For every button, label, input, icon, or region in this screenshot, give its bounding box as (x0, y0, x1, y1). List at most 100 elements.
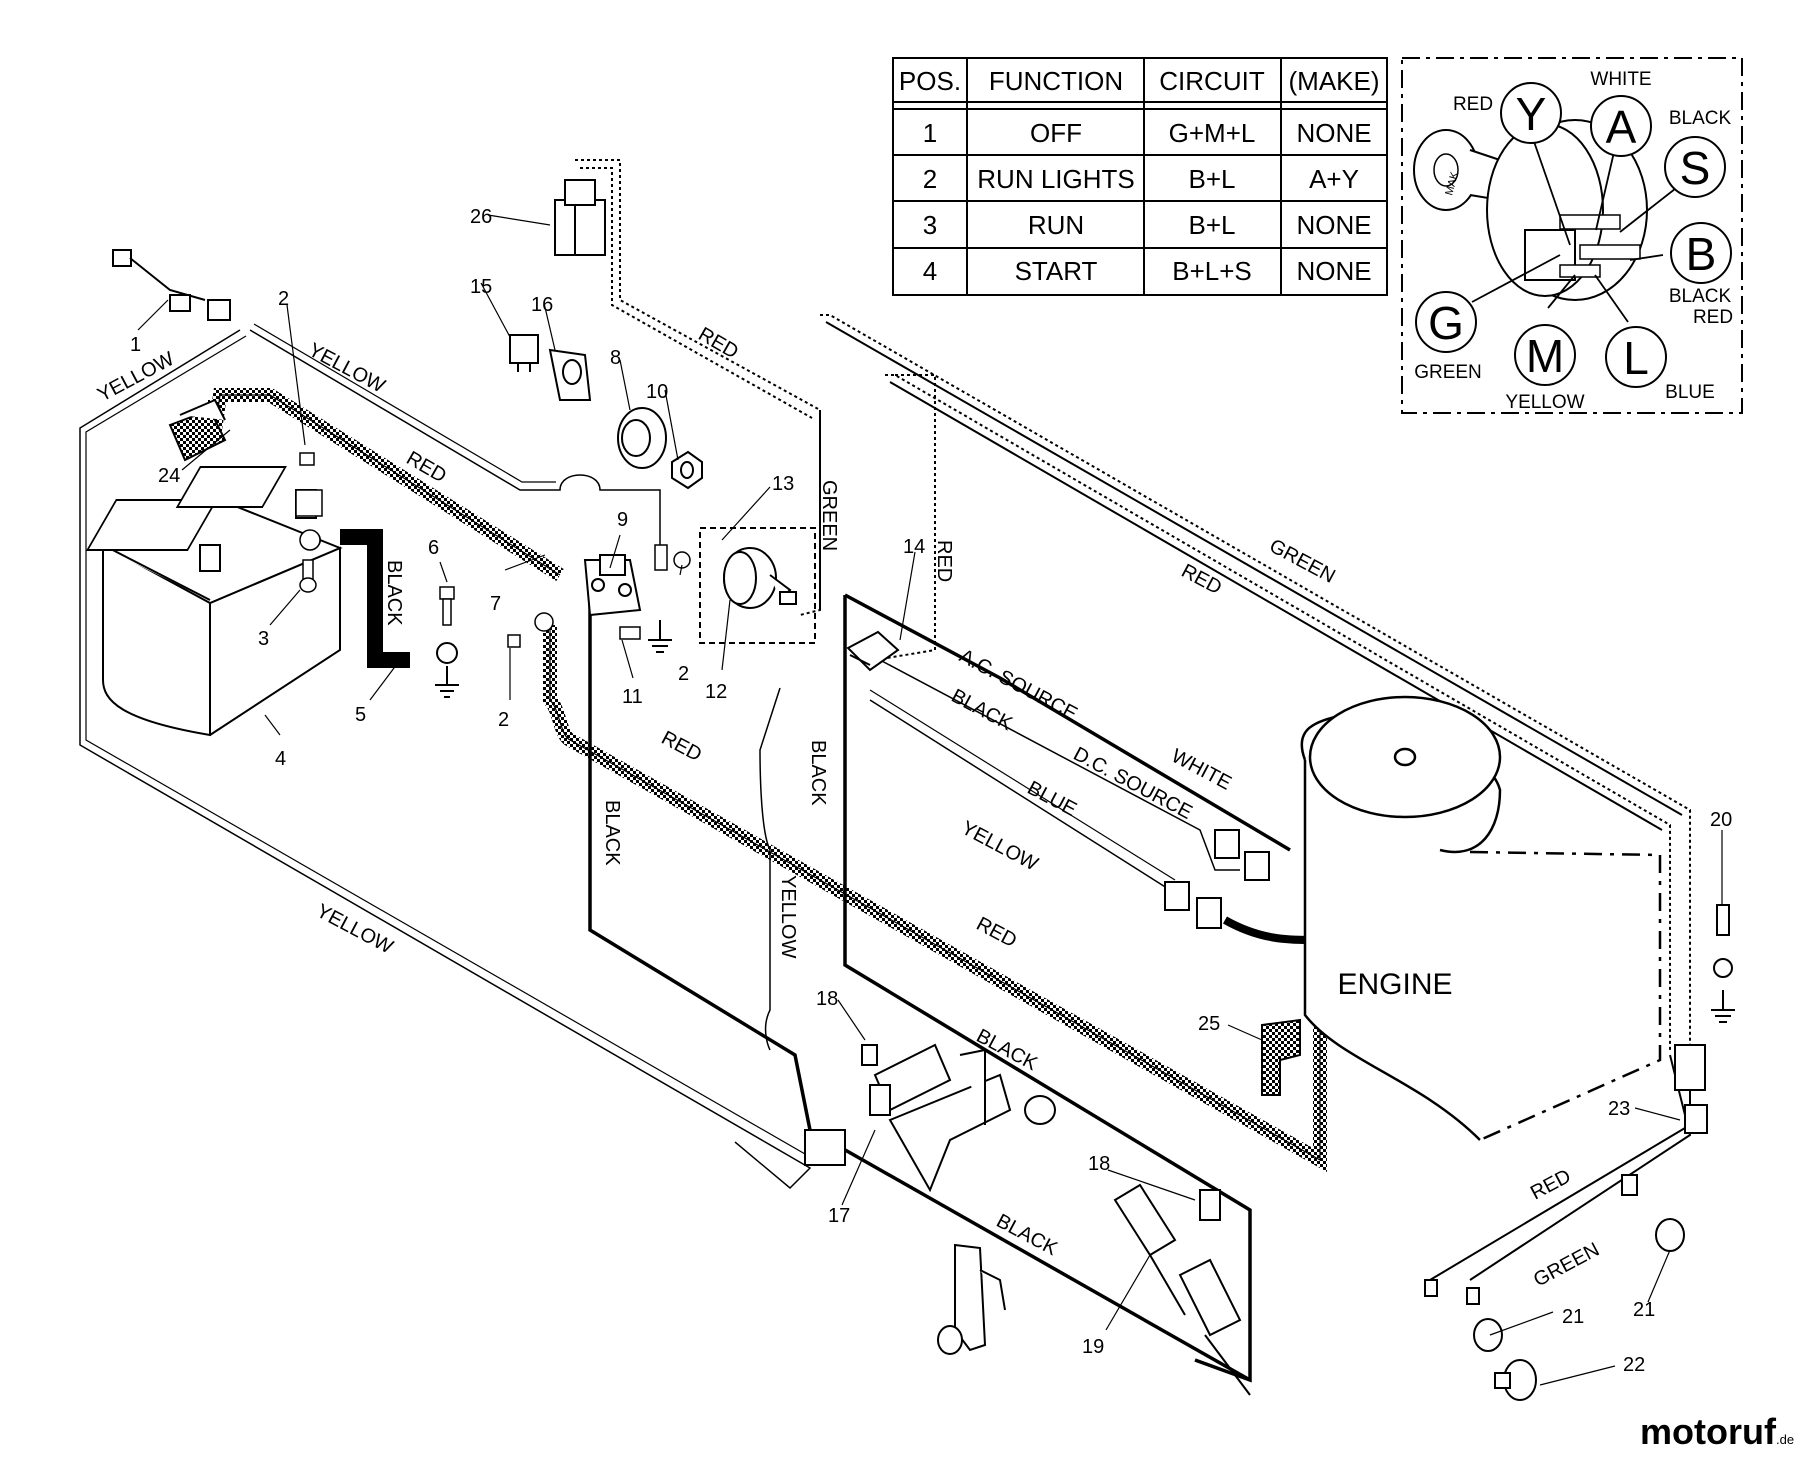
yellow-wire-right (759, 687, 781, 1051)
terminal-letter: B (1686, 228, 1717, 280)
part-number: 14 (903, 536, 925, 558)
red-wire-loop (885, 374, 1671, 1050)
fuse-icon (509, 334, 539, 372)
wire-label-black: BLACK (807, 740, 829, 806)
wire-label-yellow: YELLOW (777, 875, 799, 958)
table-cell: RUN (1028, 210, 1084, 240)
part-number: 7 (490, 593, 501, 615)
wire-label-yellow: YELLOW (305, 339, 389, 398)
part-number: 24 (158, 465, 180, 487)
table-cell: 2 (923, 164, 937, 194)
part-number: 1 (130, 334, 141, 356)
terminal-color-label-line1: BLACK (1669, 286, 1732, 307)
part-number: 17 (828, 1205, 850, 1227)
battery-holddown-icon (168, 398, 227, 462)
starter-solenoid-icon (583, 554, 642, 617)
table-cell: 3 (923, 210, 937, 240)
part-number: 19 (1082, 1336, 1104, 1358)
light-socket-icon (1424, 1044, 1708, 1352)
wire-label-green: GREEN (1530, 1239, 1603, 1292)
part-number: 12 (705, 681, 727, 703)
terminal-color-label: BLUE (1665, 382, 1715, 403)
part-number: 23 (1608, 1098, 1630, 1120)
part-number: 26 (470, 206, 492, 228)
table-cell: G+M+L (1169, 118, 1256, 148)
watermark-tld: .de (1776, 1432, 1794, 1447)
table-cell: A+Y (1309, 164, 1359, 194)
terminal-letter: L (1623, 332, 1649, 384)
part-number: 5 (355, 704, 366, 726)
watermark: motoruf .de (1640, 1411, 1794, 1452)
wire-label-red: RED (933, 540, 955, 582)
part-numbers: 1 2 2 2 3 4 5 6 7 8 9 10 11 12 13 14 15 … (130, 206, 1732, 1376)
terminal-b: B BLACK RED (1669, 222, 1733, 328)
wire-label-black: BLACK (601, 800, 623, 866)
ignition-switch-icon (699, 527, 816, 644)
part-number: 6 (428, 537, 439, 559)
light-bulb-icon (1494, 1359, 1537, 1401)
engine-connector-icon (1164, 829, 1270, 929)
ignition-key-icon: MAK (1413, 129, 1501, 211)
terminal-color-label: BLACK (1669, 108, 1732, 129)
wire-label-black: BLACK (383, 560, 405, 626)
part-number: 16 (531, 294, 553, 316)
table-cell: 4 (923, 256, 937, 286)
part-number: 2 (498, 709, 509, 731)
switch-function-table: POS. FUNCTION CIRCUIT (MAKE) 1 OFF G+M+L… (892, 57, 1388, 296)
ground-symbol-icon (435, 620, 1735, 1023)
terminal-color-label: WHITE (1590, 69, 1651, 90)
engine-icon: ENGINE (1300, 695, 1662, 1142)
relay-icon (554, 179, 606, 256)
terminal-letter: G (1428, 297, 1464, 349)
table-cell: START (1015, 256, 1098, 286)
wire-label-green: GREEN (1266, 535, 1339, 588)
table-cell: RUN LIGHTS (977, 164, 1134, 194)
table-cell: NONE (1296, 256, 1371, 286)
switch-bezel-icon (617, 407, 667, 469)
harness-connector-icon (112, 249, 231, 321)
part-number: 25 (1198, 1013, 1220, 1035)
wire-label-red: RED (695, 323, 743, 363)
bolt-icon (295, 452, 691, 648)
part-number: 18 (816, 988, 838, 1010)
terminal-color-label: RED (1453, 94, 1493, 115)
terminal-color-label: GREEN (1414, 362, 1482, 383)
seat-switch-bracket-icon (804, 1043, 1056, 1193)
engine-label: ENGINE (1337, 968, 1452, 1001)
brake-bracket-icon (937, 1243, 1006, 1355)
part-number: 9 (617, 509, 628, 531)
wire-label-yellow: YELLOW (958, 817, 1042, 876)
terminal-m: M YELLOW (1505, 324, 1585, 413)
table-cell: 1 (923, 118, 937, 148)
terminal-color-label: YELLOW (1505, 392, 1584, 413)
part-number: 13 (772, 473, 794, 495)
part-number: 11 (622, 686, 643, 708)
fuse-holder-icon (548, 348, 592, 401)
part-number: 2 (678, 663, 689, 685)
wire-label-yellow: YELLOW (94, 348, 178, 407)
part-number: 15 (470, 276, 492, 298)
table-cell: NONE (1296, 118, 1371, 148)
terminal-letter: A (1606, 101, 1637, 153)
yellow-wire-inner (85, 335, 813, 1159)
ac-source-wire (879, 659, 1240, 871)
wire-label-black: BLACK (948, 685, 1017, 736)
part-number: 3 (258, 628, 269, 650)
wire-label-yellow: YELLOW (313, 900, 397, 959)
watermark-logo: motoruf (1640, 1411, 1777, 1452)
terminal-letter: M (1526, 330, 1564, 382)
yellow-wire-upper (249, 329, 661, 548)
terminal-g: G GREEN (1414, 291, 1482, 383)
table-cell: B+L (1189, 210, 1236, 240)
part-number: 10 (646, 381, 668, 403)
terminal-letter: S (1680, 142, 1711, 194)
black-wire-solenoid (588, 585, 812, 1131)
part-number: 21 (1562, 1306, 1584, 1328)
table-header-function: FUNCTION (989, 66, 1123, 96)
terminal-l: L BLUE (1605, 326, 1715, 403)
ignition-switch-detail: MAK Y RED A WHIT (1401, 57, 1743, 414)
table-cell: NONE (1296, 210, 1371, 240)
terminal-s: S BLACK (1664, 108, 1732, 198)
part-callouts (137, 214, 1723, 1386)
